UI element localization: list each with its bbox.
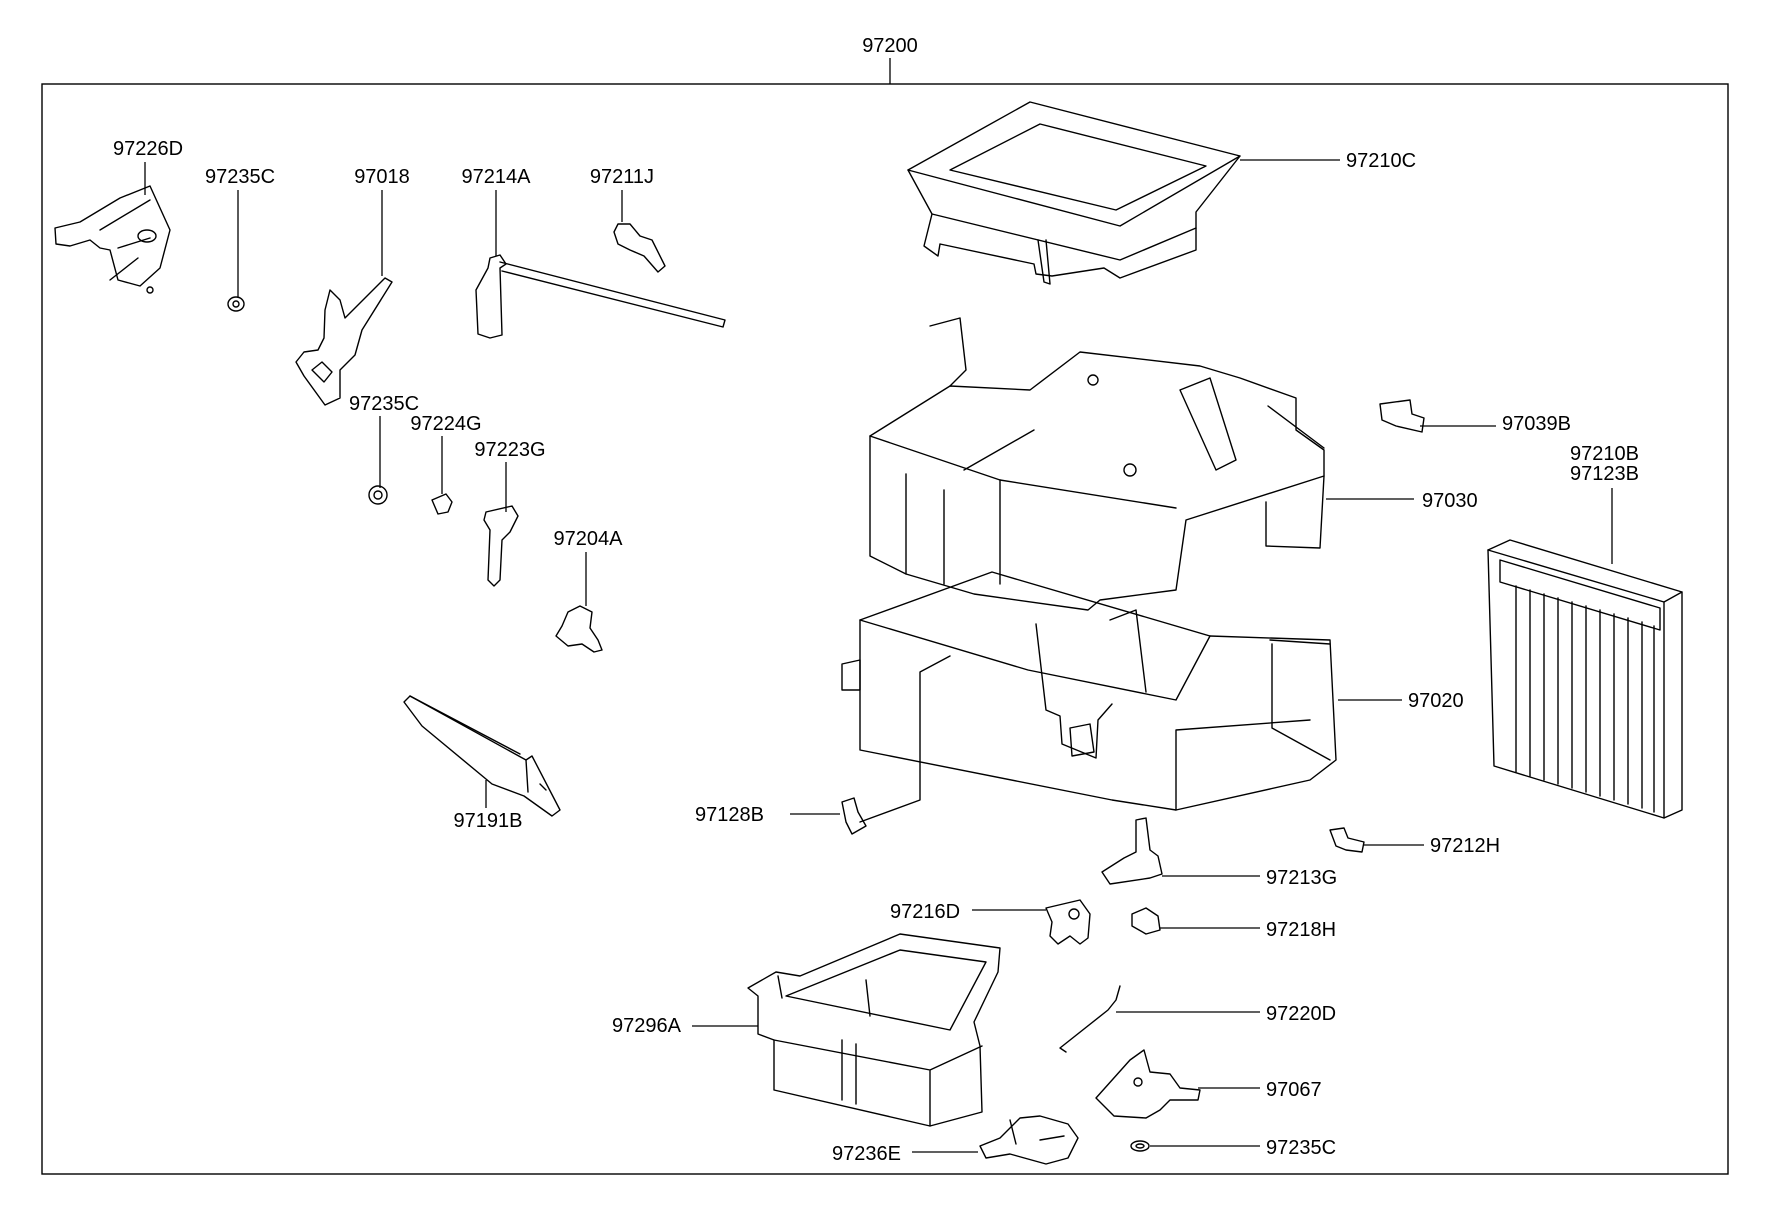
label-97218H: 97218H	[1266, 919, 1336, 941]
part-97224G[interactable]: 97224G	[410, 413, 482, 515]
label-97210C: 97210C	[1346, 150, 1416, 172]
part-97226D[interactable]: 97226D	[54, 138, 183, 294]
label-97220D: 97220D	[1266, 1003, 1336, 1025]
label-97214A: 97214A	[462, 166, 532, 188]
part-97214A[interactable]: 97214A	[462, 166, 726, 339]
diagram-frame	[41, 83, 1729, 1175]
part-97210C[interactable]: 97210C	[907, 101, 1416, 285]
label-97191B: 97191B	[454, 810, 523, 832]
label-97226D: 97226D	[113, 138, 183, 160]
part-97128B[interactable]: 97128B	[695, 655, 951, 835]
part-97212H[interactable]: 97212H	[1329, 827, 1500, 857]
label-97216D: 97216D	[890, 901, 960, 923]
part-97223G[interactable]: 97223G	[474, 439, 546, 587]
label-97213G: 97213G	[1266, 867, 1337, 889]
part-97213G[interactable]: 97213G	[1101, 817, 1337, 889]
part-97211J[interactable]: 97211J	[590, 166, 666, 273]
label-97223G: 97223G	[474, 439, 545, 461]
part-97220D[interactable]: 97220D	[1059, 985, 1336, 1053]
part-97020[interactable]: 97020	[841, 571, 1464, 811]
part-97218H[interactable]: 97218H	[1131, 907, 1336, 941]
label-97123B: 97123B	[1570, 463, 1639, 485]
part-97191B[interactable]: 97191B	[403, 695, 561, 832]
part-97235C-b[interactable]: 97235C	[349, 393, 419, 505]
part-97216D[interactable]: 97216D	[890, 899, 1091, 945]
label-97067: 97067	[1266, 1079, 1322, 1101]
label-97235C-c: 97235C	[1266, 1137, 1336, 1159]
label-97020: 97020	[1408, 690, 1464, 712]
part-97067[interactable]: 97067	[1095, 1049, 1322, 1119]
label-97235C-a: 97235C	[205, 166, 275, 188]
part-97039B[interactable]: 97039B	[1379, 399, 1571, 435]
part-97204A[interactable]: 97204A	[554, 528, 624, 653]
part-97018[interactable]: 97018	[295, 166, 410, 406]
label-97224G: 97224G	[410, 413, 481, 435]
label-97018: 97018	[354, 166, 410, 188]
part-97236E[interactable]: 97236E	[832, 1115, 1079, 1165]
label-97236E: 97236E	[832, 1143, 901, 1165]
part-97296A[interactable]: 97296A	[612, 933, 1001, 1127]
label-97128B: 97128B	[695, 804, 764, 826]
label-97210B: 97210B	[1570, 443, 1639, 465]
label-97204A: 97204A	[554, 528, 624, 550]
label-97030: 97030	[1422, 490, 1478, 512]
label-97039B: 97039B	[1502, 413, 1571, 435]
label-97212H: 97212H	[1430, 835, 1500, 857]
part-97235C-a[interactable]: 97235C	[205, 166, 275, 312]
label-97235C-b: 97235C	[349, 393, 419, 415]
label-97296A: 97296A	[612, 1015, 682, 1037]
part-97030[interactable]: 97030	[869, 317, 1478, 611]
label-97211J: 97211J	[590, 166, 654, 188]
assembly-code: 97200	[862, 35, 918, 57]
part-97235C-c[interactable]: 97235C	[1130, 1137, 1336, 1159]
part-97210B-97123B[interactable]: 97210B 97123B	[1487, 443, 1683, 819]
